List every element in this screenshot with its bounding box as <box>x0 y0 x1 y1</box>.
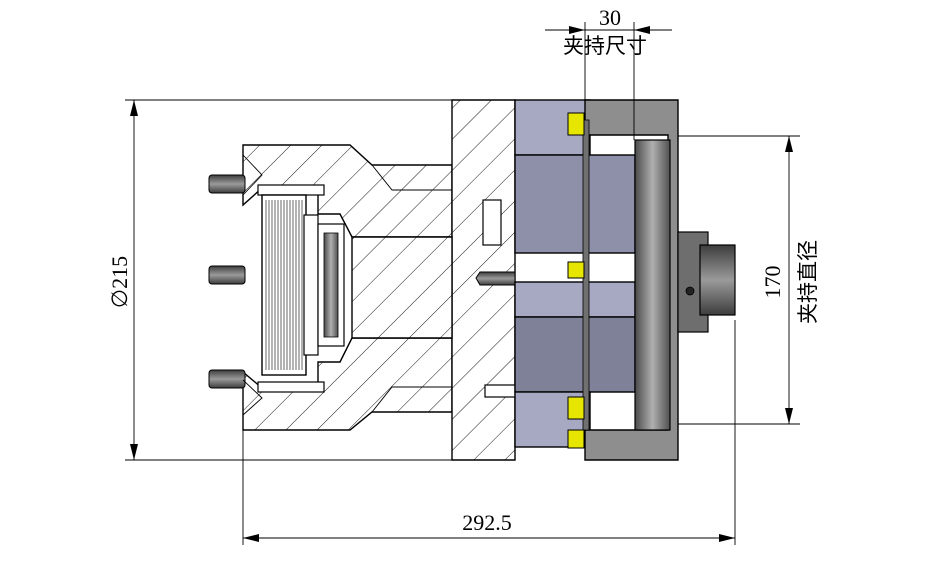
jaw-size-label: 夹持尺寸 <box>563 34 647 58</box>
body-diameter-label: ∅215 <box>107 256 132 308</box>
jaw-size-value: 30 <box>599 5 621 30</box>
ring-stripes <box>265 200 303 370</box>
seal-ring <box>261 194 345 376</box>
shims <box>567 112 585 449</box>
clamp-diameter-value: 170 <box>760 266 785 299</box>
flange-section <box>351 99 516 461</box>
dimension-lines <box>130 26 793 542</box>
outer-ring <box>582 99 679 461</box>
clamp-diameter-label: 夹持直径 <box>796 240 820 324</box>
extension-lines <box>125 22 800 545</box>
front-connector <box>677 231 736 333</box>
adapter-section <box>242 144 453 431</box>
mounting-bolts <box>208 154 263 416</box>
total-length-label: 292.5 <box>462 510 512 535</box>
